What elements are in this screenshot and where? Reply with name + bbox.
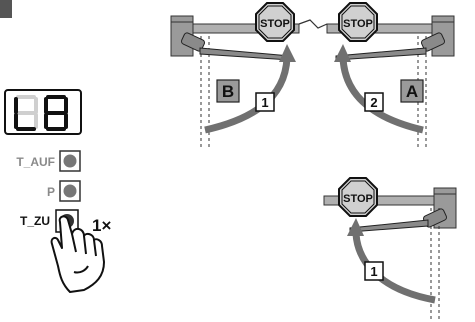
p-button-knob [63,184,77,198]
leaf-b-label: B [222,82,234,101]
bottom-step-1-box [364,261,384,281]
step-1-label: 1 [261,95,268,110]
corner-tab [0,0,12,18]
t-auf-button-knob [63,154,77,168]
step-1-box [255,92,275,112]
seven-segment-display: L8 [4,89,82,135]
button-panel: T_AUF P T_ZU [16,150,81,233]
right-motor [335,32,446,61]
pressing-hand-icon [50,215,105,293]
stop-sign-left-text: STOP [260,18,290,30]
stop-sign-right-icon: STOP [338,2,378,42]
bottom-step-1-label: 1 [370,264,377,279]
stop-sign-bottom-icon: STOP [338,177,378,217]
gate-leaf-a [326,23,433,34]
button-label-t-auf: T_AUF [16,155,55,169]
bottom-diagram: 1 STOP [323,177,457,320]
button-label-p: P [47,185,55,199]
stop-sign-bottom-text: STOP [343,193,373,205]
step-2-label: 2 [370,95,377,110]
button-label-t-zu: T_ZU [20,214,50,228]
leaf-a-badge [400,79,424,103]
stop-sign-right-text: STOP [343,18,373,30]
gate-leaf-b [192,23,300,34]
leaf-b-badge [216,79,240,103]
press-count: 1× [92,216,111,235]
top-diagram: B A 1 2 STOP STOP [170,2,455,150]
step-2-box [364,92,384,112]
leaf-a-label: A [406,82,418,101]
stop-sign-left-icon: STOP [255,2,295,42]
